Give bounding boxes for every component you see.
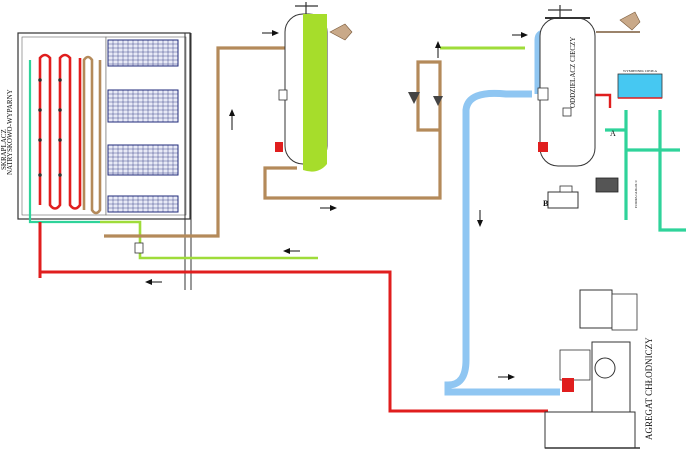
glycol-line bbox=[605, 110, 686, 232]
pump-note: POMPA GLIKOLU bbox=[634, 180, 638, 208]
chiller-label: AGREGAT CHŁODNICZY bbox=[644, 337, 654, 440]
condenser-coil-brown bbox=[82, 55, 102, 215]
hx-note: WYMIENNIK CIEPŁA bbox=[623, 69, 658, 73]
receiver-valve-top bbox=[329, 23, 353, 41]
spray-header bbox=[28, 60, 100, 224]
liquid-separator: ODDZIELACZ CIECZY bbox=[537, 5, 596, 167]
hot-gas-valve bbox=[562, 378, 574, 392]
chiller-unit: AGREGAT CHŁODNICZY bbox=[544, 289, 654, 449]
point-b-label: B bbox=[543, 199, 549, 208]
pump-b: B bbox=[543, 185, 579, 209]
liquid-receiver bbox=[275, 2, 328, 172]
heat-exchanger: WYMIENNIK CIEPŁA bbox=[617, 69, 663, 99]
hot-gas-branch bbox=[594, 93, 612, 108]
condenser-label-2: NATRYSKOWO-WYPARNY bbox=[6, 89, 14, 175]
liquid-return-line bbox=[100, 220, 318, 260]
separator-valve-top bbox=[596, 11, 641, 33]
hot-gas-line bbox=[38, 222, 548, 413]
glycol-pump: POMPA GLIKOLU bbox=[595, 177, 638, 208]
suction-line bbox=[444, 89, 560, 396]
flow-arrows bbox=[145, 30, 528, 380]
receiver-drain-line bbox=[263, 60, 442, 200]
line-valve-bottom bbox=[134, 242, 144, 254]
separator-label: ODDZIELACZ CIECZY bbox=[569, 37, 577, 108]
expansion-valve-1 bbox=[408, 92, 420, 104]
expansion-valve-2 bbox=[433, 96, 443, 106]
condensate-line bbox=[104, 46, 285, 238]
point-a-label: A bbox=[610, 129, 616, 138]
evaporative-condenser: SKRAPLACZ NATRYSKOWO-WYPARNY bbox=[0, 32, 192, 290]
hot-gas-coil bbox=[38, 53, 82, 210]
condenser-label-1: SKRAPLACZ bbox=[0, 129, 8, 170]
